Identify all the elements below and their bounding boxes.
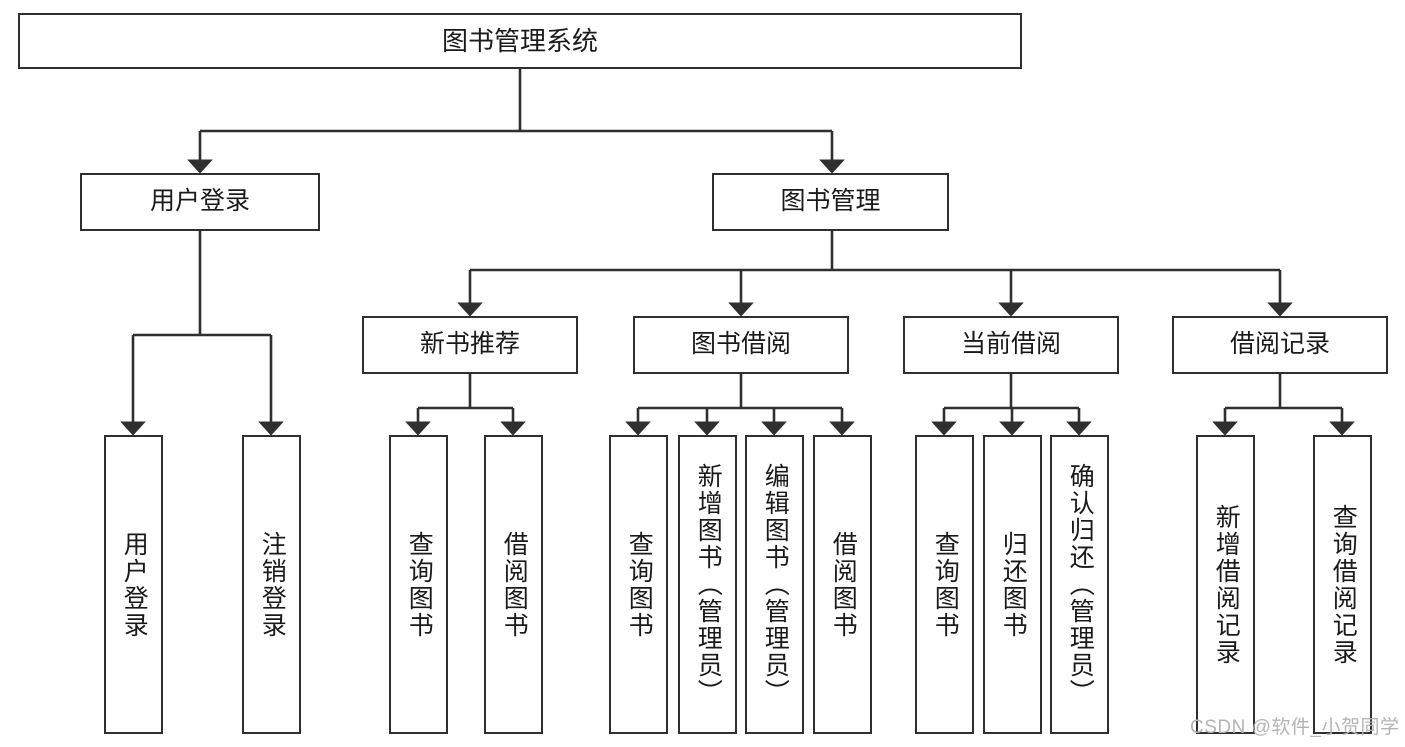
node-leaf-query-book-3-label: 查询图书 (931, 530, 960, 639)
node-leaf-borrow-book-1-label: 借阅图书 (500, 530, 529, 639)
node-root[interactable]: 图书管理系统 (18, 13, 1022, 69)
node-leaf-borrow-book-2[interactable]: 借阅图书 (813, 435, 872, 734)
node-root-label: 图书管理系统 (441, 25, 598, 56)
node-leaf-query-record-label: 查询借阅记录 (1329, 503, 1358, 666)
node-leaf-confirm-return[interactable]: 确认归还（管理员） (1050, 435, 1109, 734)
node-leaf-query-book-1-label: 查询图书 (405, 530, 434, 639)
node-leaf-edit-book[interactable]: 编辑图书（管理员） (745, 435, 804, 734)
node-leaf-user-logout-label: 注销登录 (258, 530, 287, 639)
node-leaf-confirm-return-label: 确认归还（管理员） (1066, 463, 1095, 706)
node-leaf-user-login[interactable]: 用户登录 (104, 435, 163, 734)
node-new-book-recommend-label: 新书推荐 (419, 330, 520, 359)
node-leaf-user-login-label: 用户登录 (120, 530, 149, 639)
node-leaf-add-record-label: 新增借阅记录 (1212, 503, 1241, 666)
node-book-manage[interactable]: 图书管理 (712, 173, 949, 231)
node-book-borrow[interactable]: 图书借阅 (633, 316, 849, 374)
node-user-login-label: 用户登录 (149, 187, 250, 216)
node-leaf-return-book-label: 归还图书 (999, 530, 1028, 639)
node-user-login[interactable]: 用户登录 (80, 173, 320, 231)
node-current-borrow-label: 当前借阅 (960, 330, 1061, 359)
csdn-watermark: CSDN @软件_小贺同学 (1190, 717, 1400, 738)
node-leaf-borrow-book-2-label: 借阅图书 (829, 530, 858, 639)
node-borrow-record-label: 借阅记录 (1229, 330, 1330, 359)
node-leaf-user-logout[interactable]: 注销登录 (242, 435, 301, 734)
node-leaf-query-book-2[interactable]: 查询图书 (609, 435, 668, 734)
node-leaf-edit-book-label: 编辑图书（管理员） (761, 463, 790, 706)
node-leaf-query-book-3[interactable]: 查询图书 (915, 435, 974, 734)
node-leaf-borrow-book-1[interactable]: 借阅图书 (484, 435, 543, 734)
node-leaf-add-book-label: 新增图书（管理员） (694, 463, 723, 706)
node-leaf-add-record[interactable]: 新增借阅记录 (1196, 435, 1255, 734)
node-book-manage-label: 图书管理 (780, 187, 881, 216)
node-leaf-add-book[interactable]: 新增图书（管理员） (678, 435, 737, 734)
node-borrow-record[interactable]: 借阅记录 (1172, 316, 1388, 374)
node-leaf-query-book-1[interactable]: 查询图书 (389, 435, 448, 734)
node-leaf-query-book-2-label: 查询图书 (625, 530, 654, 639)
node-leaf-return-book[interactable]: 归还图书 (983, 435, 1042, 734)
node-new-book-recommend[interactable]: 新书推荐 (362, 316, 578, 374)
node-current-borrow[interactable]: 当前借阅 (903, 316, 1119, 374)
node-leaf-query-record[interactable]: 查询借阅记录 (1313, 435, 1372, 734)
node-book-borrow-label: 图书借阅 (690, 330, 791, 359)
